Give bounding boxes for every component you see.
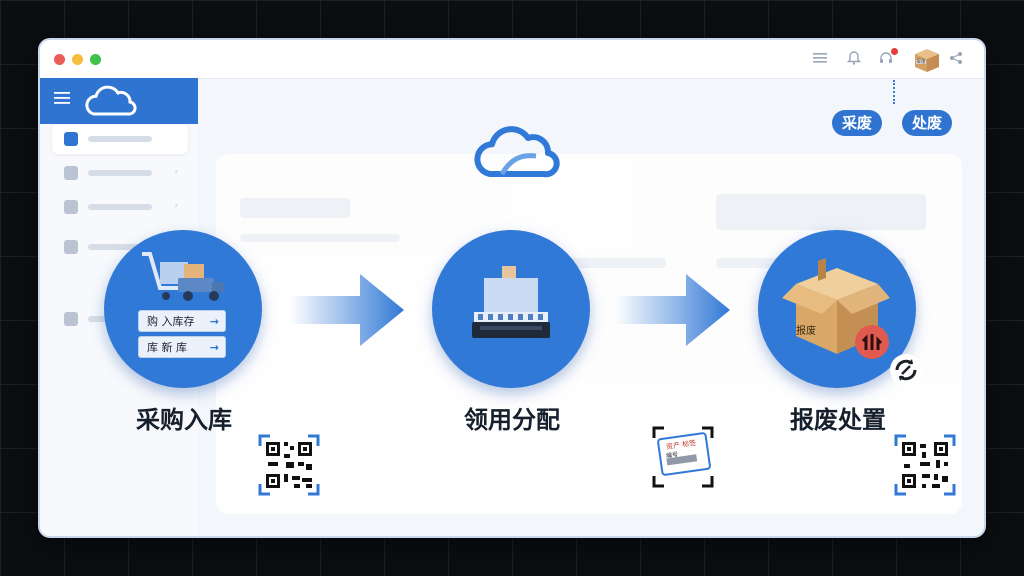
sidebar-item-inventory[interactable]: ›	[52, 158, 188, 188]
close-window-button[interactable]	[54, 54, 65, 65]
step-label-purchase: 采购入库	[136, 406, 232, 434]
truck-icon	[64, 200, 78, 214]
ghost-line	[526, 258, 666, 268]
headset-icon[interactable]	[876, 48, 898, 70]
sidebar-item-placeholder	[88, 204, 152, 210]
list-icon	[64, 240, 78, 254]
printer-icon	[472, 266, 550, 338]
tag-text: 购 入库存	[147, 315, 195, 328]
cloud-logo-icon	[474, 126, 560, 178]
grid-icon	[64, 166, 78, 180]
scrap-badge-icon	[855, 325, 889, 359]
asset-tag-card: 资产 标签 编号	[652, 426, 714, 488]
sidebar-item-transport[interactable]: ›	[52, 192, 188, 222]
qr-code-icon	[258, 434, 320, 496]
maximize-window-button[interactable]	[90, 54, 101, 65]
tag-purchase: 购 入库存 →	[138, 310, 226, 332]
scrap-button[interactable]: 采废	[832, 110, 883, 136]
ghost-card	[716, 194, 926, 230]
sidebar-item-records[interactable]	[52, 232, 188, 262]
flow-arrow-icon	[616, 274, 730, 346]
share-icon[interactable]	[946, 50, 966, 70]
step-label-scrap: 报废处置	[790, 406, 886, 434]
tag-stock: 库 新 库 →	[138, 336, 226, 358]
disposal-cycle-icon	[890, 354, 922, 386]
cart-truck-icon	[142, 252, 224, 301]
step-purchase-circle: 购 入库存 → 库 新 库 →	[104, 230, 262, 388]
scan-frame-icon	[652, 426, 714, 488]
menu-icon[interactable]	[810, 50, 830, 70]
card-subtitle: 编号	[665, 451, 679, 460]
arrow-right-icon: →	[209, 341, 219, 354]
tag-text: 库 新 库	[147, 341, 187, 354]
step-allocate-circle	[432, 230, 590, 388]
cube-icon	[64, 132, 78, 146]
gear-icon	[64, 312, 78, 326]
ghost-line	[240, 234, 400, 242]
cloud-logo-icon	[85, 85, 137, 116]
app-window: 报废 › ›	[40, 40, 984, 536]
qr-code-icon	[894, 434, 956, 496]
step-scrap-circle: 报废	[758, 230, 916, 388]
title-bar: 报废	[40, 40, 984, 79]
bell-icon[interactable]	[844, 50, 864, 70]
chevron-right-icon: ›	[174, 201, 178, 211]
step-label-allocate: 领用分配	[464, 406, 560, 434]
sidebar-item-assets[interactable]	[52, 124, 188, 154]
box-icon	[782, 257, 890, 354]
dispose-button[interactable]: 处废	[902, 110, 953, 136]
box-label: 报废	[796, 326, 816, 337]
sidebar-item-placeholder	[88, 136, 152, 142]
minimize-window-button[interactable]	[72, 54, 83, 65]
dotted-arrow	[893, 80, 897, 104]
arrow-right-icon: →	[209, 315, 219, 328]
sidebar-item-placeholder	[88, 244, 152, 250]
notification-badge	[891, 48, 898, 55]
package-icon[interactable]: 报废	[912, 46, 942, 74]
hamburger-icon[interactable]	[54, 92, 70, 104]
package-label: 报废	[916, 59, 927, 65]
chevron-right-icon: ›	[174, 167, 178, 177]
ghost-field	[240, 198, 350, 218]
sidebar-header	[40, 78, 198, 124]
sidebar-item-placeholder	[88, 170, 152, 176]
flow-arrow-icon	[290, 274, 404, 346]
